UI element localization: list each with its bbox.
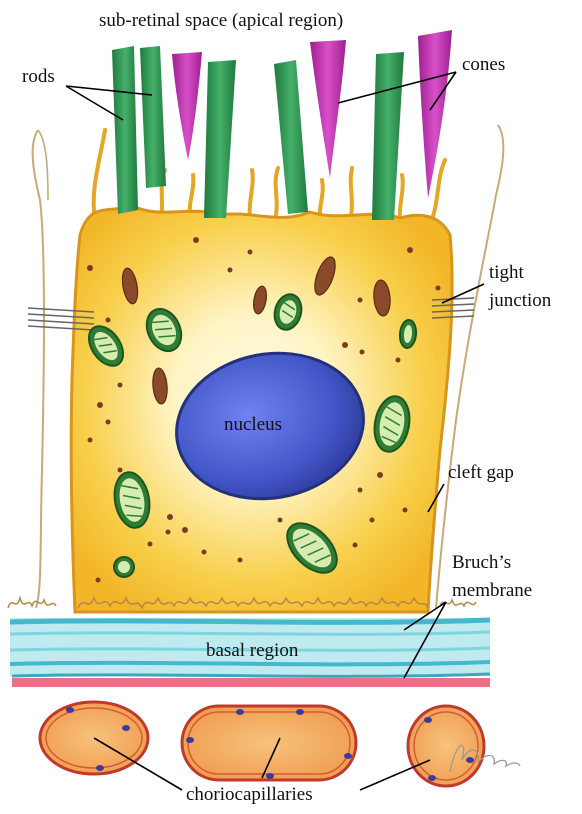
rod-2 [140,46,166,188]
basal-squiggles-left [8,598,56,608]
neighbor-cell-left-outline-2 [38,130,48,200]
bruchs-pink-layer [12,678,490,687]
label-bruchs-line2: membrane [452,580,532,602]
label-tight-junction-line1: tight [489,262,524,284]
cone-2 [310,40,346,178]
rod-5 [372,52,404,220]
rod-4 [274,60,308,214]
cone-1 [172,52,202,160]
capillary-middle [182,706,356,780]
choriocapillaries-group [40,702,484,786]
label-choriocapillaries: choriocapillaries [186,784,313,806]
label-basal-region: basal region [206,640,298,662]
label-cleft-gap: cleft gap [448,462,514,484]
rods-group [112,46,404,220]
label-cones: cones [462,54,505,76]
label-rods: rods [22,66,55,88]
cone-3 [418,30,452,198]
label-tight-junction-line2: junction [489,290,551,312]
neighbor-cell-left-outline [33,130,44,608]
capillary-right [408,706,484,786]
label-subretinal-space: sub-retinal space (apical region) [99,10,343,32]
rod-3 [204,60,236,218]
rod-1 [112,46,138,214]
label-nucleus: nucleus [224,414,282,436]
label-bruchs-line1: Bruch’s [452,552,511,574]
